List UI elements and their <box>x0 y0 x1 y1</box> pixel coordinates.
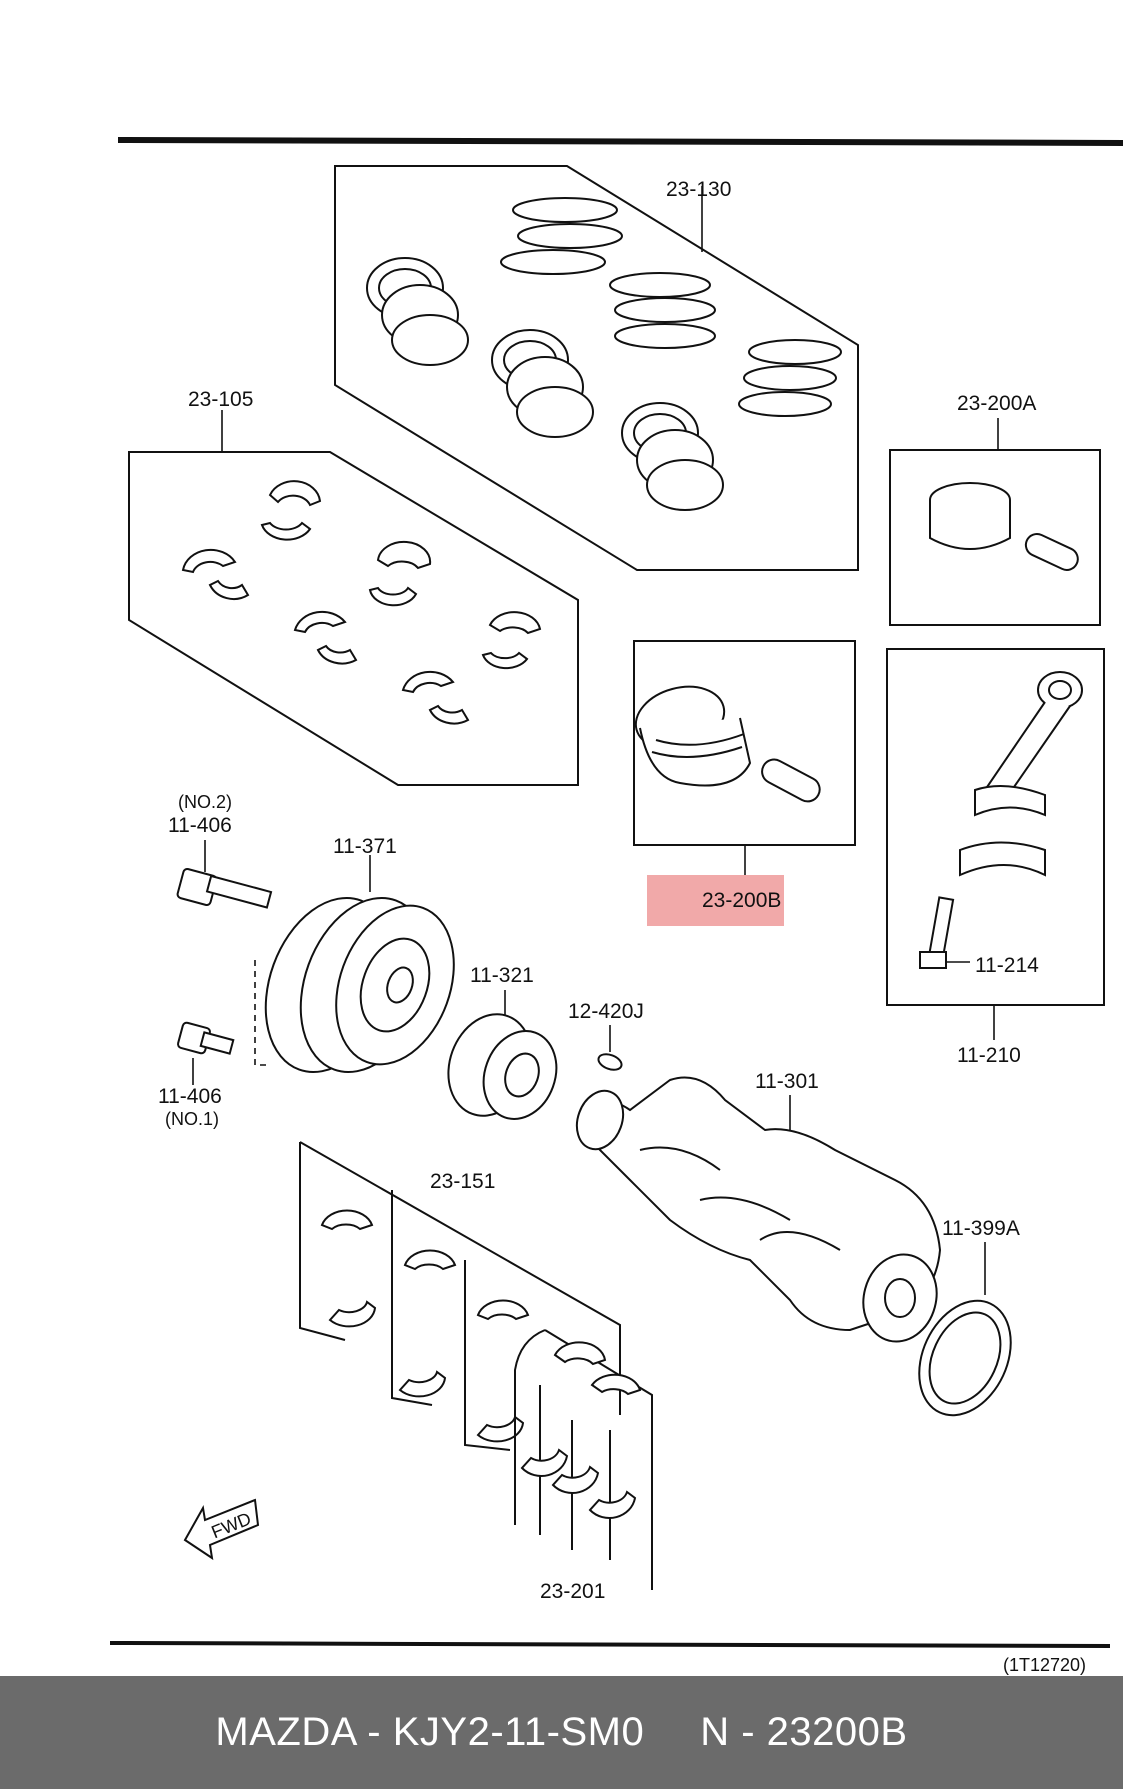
top-rule <box>117 137 1123 146</box>
label-23-200A: 23-200A <box>957 392 1036 415</box>
main-bearings-group[interactable]: 23-151 <box>299 1141 621 1451</box>
label-11-406-no1: 11-406 <box>158 1085 222 1108</box>
piston-pin-b-box[interactable]: 23-200B <box>629 640 856 926</box>
fwd-arrow-icon: FWD <box>183 1498 260 1561</box>
figure-code: (1T12720) <box>1003 1655 1086 1675</box>
oil-seal[interactable]: 11-399A <box>902 1217 1029 1430</box>
label-23-105: 23-105 <box>188 388 253 411</box>
label-11-406-no2: 11-406 <box>168 814 232 837</box>
label-12-420J: 12-420J <box>568 1000 644 1023</box>
part-number-footer: MAZDA - KJY2-11-SM0 N - 23200B <box>0 1676 1123 1789</box>
pulley-bolt-no2[interactable]: (NO.2) 11-406 <box>168 792 273 909</box>
thrust-bearings-group[interactable]: 23-201 <box>514 1329 653 1603</box>
highlight-23-200B <box>647 875 784 926</box>
con-rod-box[interactable]: 11-214 11-210 <box>886 648 1105 1067</box>
label-11-371: 11-371 <box>333 835 397 858</box>
parts-diagram: 23-130 23-105 <box>109 137 1123 1675</box>
crankshaft[interactable]: 11-301 <box>569 1070 946 1350</box>
label-23-201: 23-201 <box>540 1580 605 1603</box>
crank-bearings-group[interactable]: 23-105 <box>128 388 579 786</box>
oem-number: N - 23200B <box>700 1710 908 1754</box>
piston-pin-a-box[interactable]: 23-200A <box>889 392 1101 626</box>
label-23-151: 23-151 <box>430 1170 495 1193</box>
label-11-214: 11-214 <box>975 954 1039 977</box>
label-23-200B: 23-200B <box>702 889 781 912</box>
woodruff-key[interactable]: 12-420J <box>568 1000 644 1073</box>
piston-rings-group[interactable]: 23-130 <box>334 165 859 571</box>
label-no2: (NO.2) <box>178 792 232 812</box>
pulley-bolt-no1[interactable]: 11-406 (NO.1) <box>158 1021 235 1129</box>
label-no1: (NO.1) <box>165 1109 219 1129</box>
label-23-130: 23-130 <box>666 178 731 201</box>
label-11-210: 11-210 <box>957 1044 1021 1067</box>
label-11-301: 11-301 <box>755 1070 819 1093</box>
brand-part-number: MAZDA - KJY2-11-SM0 <box>215 1710 645 1754</box>
label-11-321: 11-321 <box>470 964 534 987</box>
crank-pulley[interactable]: 11-371 <box>243 835 475 1090</box>
bottom-rule <box>109 1641 1111 1648</box>
label-11-399A: 11-399A <box>942 1217 1020 1240</box>
timing-sprocket[interactable]: 11-321 <box>435 964 569 1129</box>
